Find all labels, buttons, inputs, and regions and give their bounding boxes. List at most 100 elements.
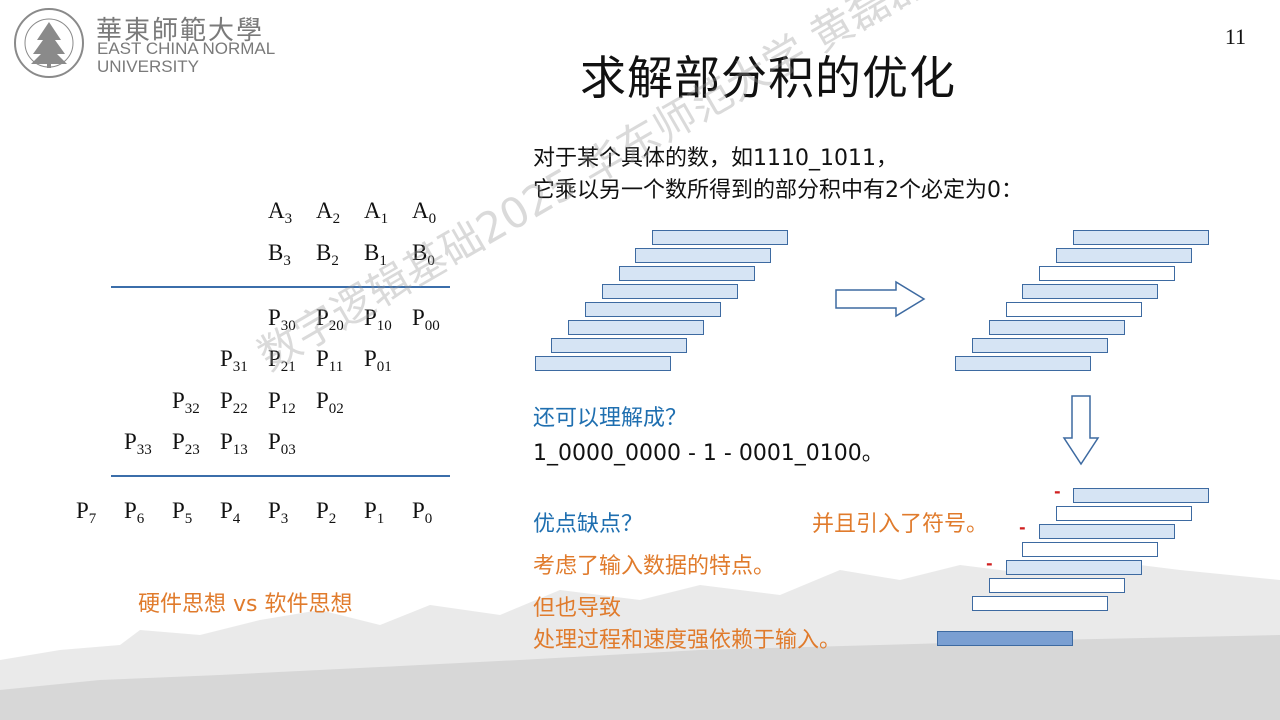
page-number: 11 <box>1224 24 1246 49</box>
term-letter: P <box>316 305 329 330</box>
partial-product-bar <box>1006 560 1142 575</box>
term-pp-row0: P20 <box>316 305 344 335</box>
term-pp-row2: P02 <box>316 388 344 418</box>
partial-product-bar <box>1039 524 1175 539</box>
zero-partial-product-bar <box>1022 542 1158 557</box>
term-letter: P <box>268 388 281 413</box>
term-row-a: A2 <box>316 198 340 228</box>
term-subscript: 13 <box>232 442 248 458</box>
term-subscript: 01 <box>376 359 392 375</box>
term-result: P4 <box>220 498 240 528</box>
term-subscript: 0 <box>428 211 437 227</box>
partial-product-bar <box>535 356 671 371</box>
term-letter: P <box>124 429 137 454</box>
partial-product-bar <box>585 302 721 317</box>
partial-product-bar <box>1073 488 1209 503</box>
term-letter: P <box>220 346 233 371</box>
term-row-b: B3 <box>268 240 291 270</box>
term-letter: A <box>364 198 381 223</box>
term-letter: P <box>412 305 425 330</box>
term-pp-row3: P13 <box>220 429 248 459</box>
term-subscript: 3 <box>284 211 293 227</box>
background-building-image <box>0 560 1280 720</box>
term-subscript: 21 <box>280 359 296 375</box>
term-subscript: 2 <box>332 211 341 227</box>
term-subscript: 4 <box>232 511 241 527</box>
term-result: P3 <box>268 498 288 528</box>
sign-note: 并且引入了符号。 <box>812 512 989 537</box>
term-subscript: 33 <box>136 442 152 458</box>
term-letter: P <box>268 429 281 454</box>
logo-en-line2: UNIVERSITY <box>97 57 200 76</box>
term-pp-row3: P23 <box>172 429 200 459</box>
zero-partial-product-bar <box>972 596 1108 611</box>
term-letter: A <box>268 198 285 223</box>
intro-line-2: 它乘以另一个数所得到的部分积中有2个必定为0： <box>533 178 1023 203</box>
term-subscript: 0 <box>427 253 435 269</box>
zero-partial-product-bar <box>1006 302 1142 317</box>
logo-en-line1: EAST CHINA NORMAL <box>97 39 276 58</box>
term-pp-row0: P00 <box>412 305 440 335</box>
minus-sign-1: - <box>1054 482 1061 501</box>
term-letter: P <box>364 498 377 523</box>
term-letter: P <box>316 388 329 413</box>
minus-sign-3: - <box>986 554 993 573</box>
arrow-down-icon <box>1062 395 1100 466</box>
term-subscript: 22 <box>232 401 248 417</box>
term-letter: P <box>364 305 377 330</box>
expression-text: 1_0000_0000 - 1 - 0001_0100。 <box>533 441 884 466</box>
partial-product-bar <box>955 356 1091 371</box>
term-pp-row1: P21 <box>268 346 296 376</box>
term-letter: B <box>316 240 332 265</box>
logo-english-name: EAST CHINA NORMAL UNIVERSITY <box>97 40 275 76</box>
term-subscript: 1 <box>376 511 385 527</box>
term-pp-row2: P12 <box>268 388 296 418</box>
con-line-1: 但也导致 <box>533 596 622 621</box>
term-letter: P <box>268 346 281 371</box>
partial-product-bar <box>652 230 788 245</box>
term-letter: P <box>412 498 425 523</box>
partial-product-bar-shifted <box>937 631 1073 646</box>
pro-text: 考虑了输入数据的特点。 <box>533 554 776 579</box>
term-pp-row3: P33 <box>124 429 152 459</box>
term-subscript: 02 <box>328 401 344 417</box>
term-subscript: 1 <box>380 211 389 227</box>
partial-product-bar <box>1073 230 1209 245</box>
term-subscript: 12 <box>280 401 296 417</box>
term-subscript: 00 <box>424 318 440 334</box>
term-letter: P <box>268 305 281 330</box>
term-subscript: 6 <box>136 511 145 527</box>
university-seal-icon <box>14 8 84 78</box>
term-result: P1 <box>364 498 384 528</box>
term-letter: A <box>412 198 429 223</box>
question-understand: 还可以理解成？ <box>533 406 688 431</box>
term-letter: P <box>172 498 185 523</box>
term-pp-row2: P22 <box>220 388 248 418</box>
term-letter: P <box>220 498 233 523</box>
term-subscript: 7 <box>88 511 97 527</box>
partial-product-bar <box>989 320 1125 335</box>
term-pp-row0: P30 <box>268 305 296 335</box>
term-subscript: 3 <box>283 253 291 269</box>
term-result: P2 <box>316 498 336 528</box>
term-subscript: 03 <box>280 442 296 458</box>
zero-partial-product-bar <box>1039 266 1175 281</box>
partial-product-bar <box>635 248 771 263</box>
partial-product-bar <box>972 338 1108 353</box>
term-subscript: 5 <box>184 511 193 527</box>
term-row-a: A1 <box>364 198 388 228</box>
minus-sign-2: - <box>1019 518 1026 537</box>
hw-vs-sw-text: 硬件思想 vs 软件思想 <box>138 592 353 617</box>
partial-product-bar <box>1056 248 1192 263</box>
term-letter: B <box>364 240 380 265</box>
term-letter: P <box>220 429 233 454</box>
term-subscript: 20 <box>328 318 344 334</box>
term-letter: P <box>220 388 233 413</box>
divider-rule-bottom <box>111 475 450 477</box>
term-subscript: 2 <box>328 511 337 527</box>
term-pp-row3: P03 <box>268 429 296 459</box>
term-result: P6 <box>124 498 144 528</box>
term-row-a: A0 <box>412 198 436 228</box>
con-line-2: 处理过程和速度强依赖于输入。 <box>533 628 842 653</box>
term-subscript: 23 <box>184 442 200 458</box>
